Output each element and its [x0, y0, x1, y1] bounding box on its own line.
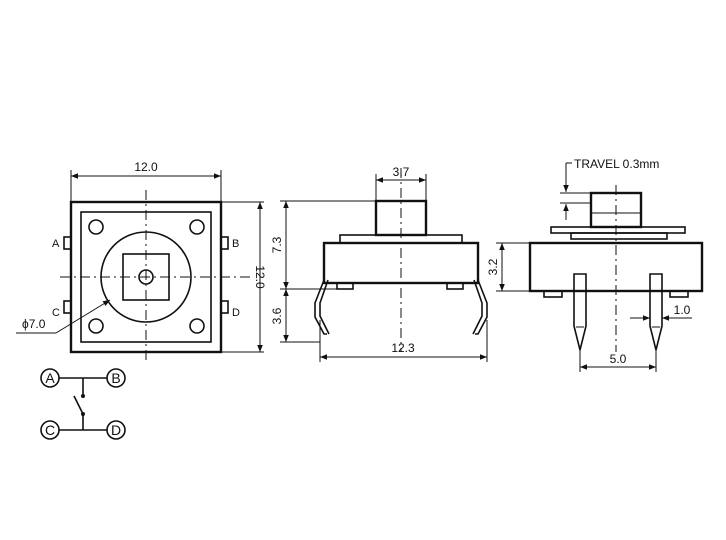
terminal-b — [220, 236, 229, 250]
schematic-label-a: A — [45, 370, 55, 386]
schematic-label-d: D — [111, 422, 121, 438]
corner-hole — [88, 219, 104, 235]
dim-lead-span: 12.3 — [391, 341, 415, 355]
dim-overall-height: 7.3 — [270, 236, 284, 253]
pin-label-d: D — [232, 307, 240, 319]
dim-top-height: 12.0 — [253, 265, 267, 289]
schematic-label-c: C — [45, 422, 55, 438]
side-view: 3.7 7.3 3.6 12.3 — [270, 165, 488, 362]
front-view: TRAVEL 0.3mm 3.2 1.0 — [486, 157, 704, 372]
front-pin-right — [649, 273, 663, 351]
top-view: 12.0 12.0 A B C D ϕ7.0 — [16, 160, 267, 362]
corner-hole — [189, 219, 205, 235]
switch-schematic: A B C D — [40, 368, 126, 440]
terminal-d — [220, 300, 229, 314]
corner-hole — [88, 318, 104, 334]
pin-label-c: C — [52, 307, 60, 319]
schematic-label-b: B — [111, 370, 120, 386]
corner-hole — [189, 318, 205, 334]
dim-lead-thickness: 1.0 — [674, 303, 691, 317]
dim-actuator-diameter: ϕ7.0 — [22, 317, 46, 331]
dim-travel: TRAVEL 0.3mm — [574, 157, 659, 171]
front-pin-left — [573, 273, 587, 351]
pin-label-b: B — [232, 238, 239, 250]
pin-label-a: A — [52, 238, 60, 250]
terminal-a — [63, 236, 72, 250]
dim-pin-pitch: 5.0 — [610, 352, 627, 366]
dim-lead-height: 3.6 — [270, 307, 284, 324]
terminal-c — [63, 300, 72, 314]
side-lead-left — [314, 279, 327, 335]
dim-top-width: 12.0 — [134, 160, 158, 174]
side-lead-right — [475, 279, 488, 335]
dim-body-height: 3.2 — [486, 258, 500, 275]
